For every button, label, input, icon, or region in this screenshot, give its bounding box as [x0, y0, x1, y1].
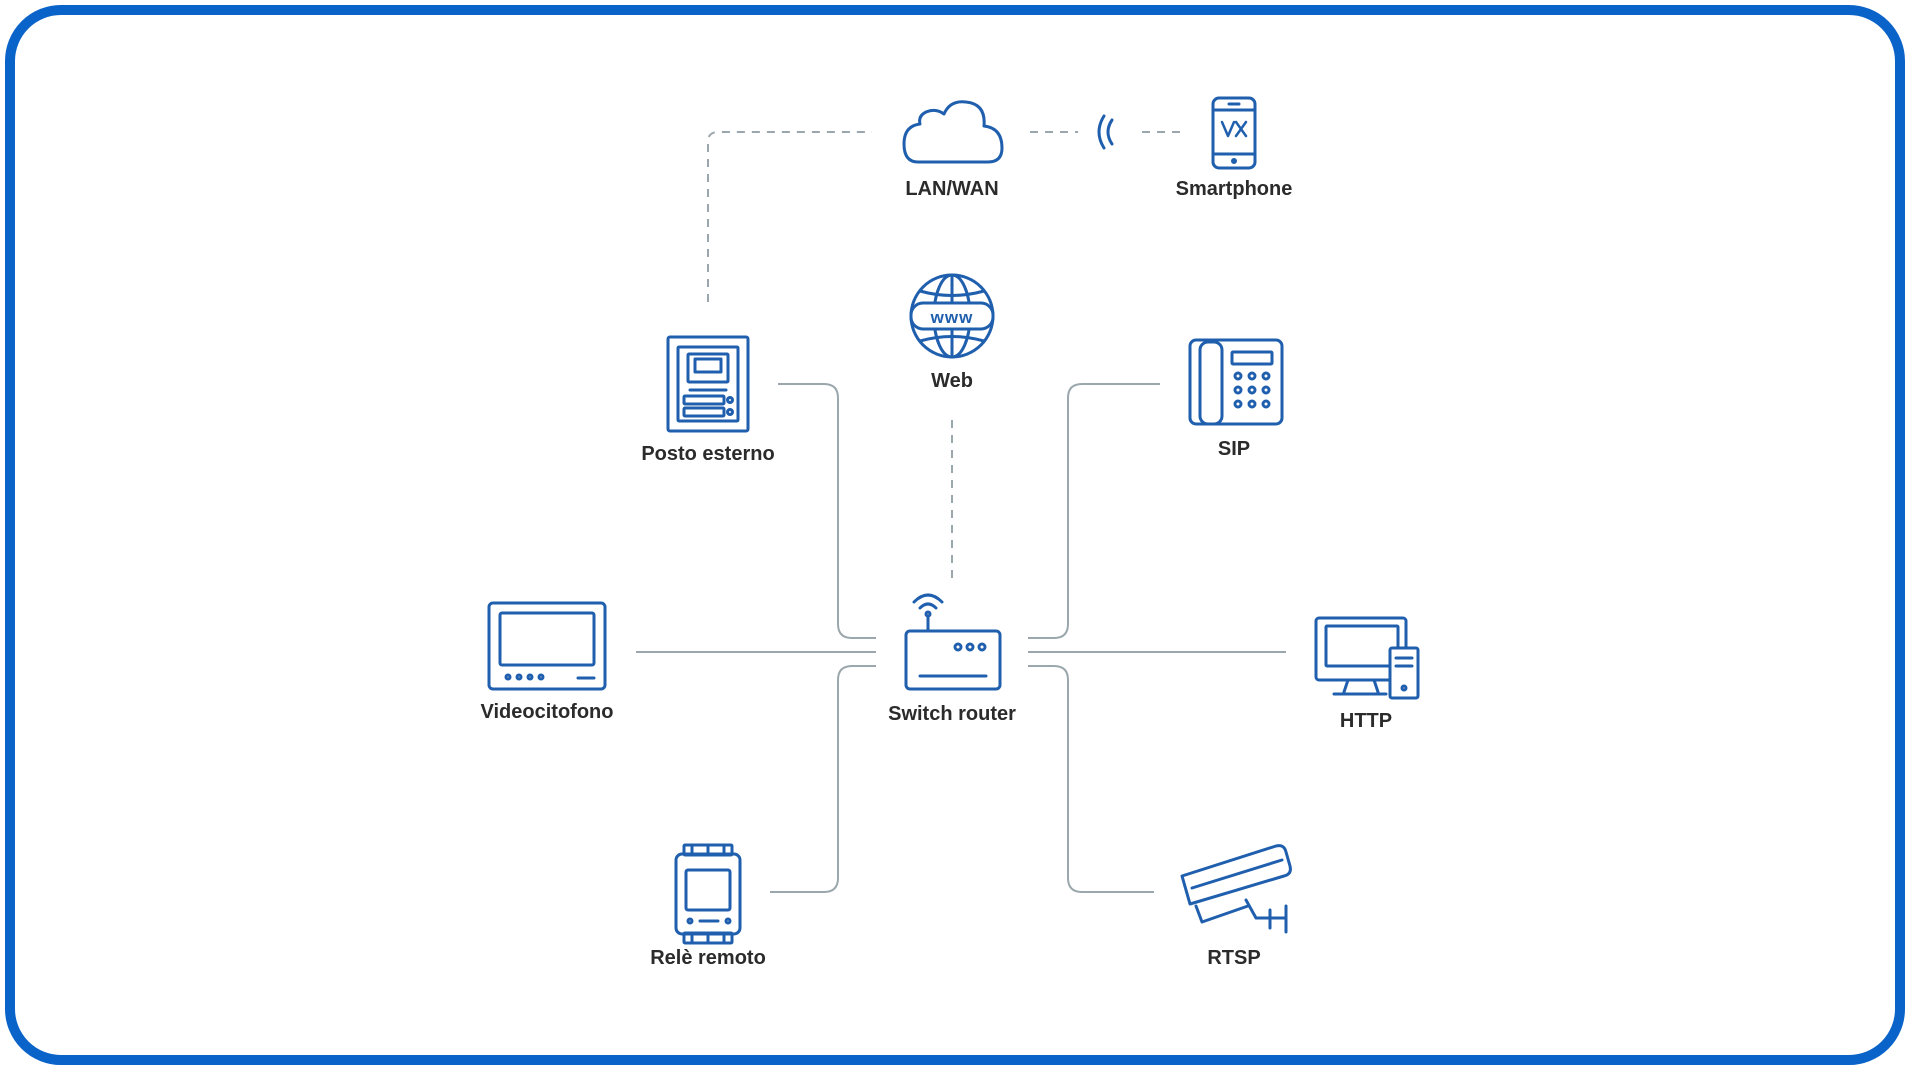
- connector-posto-esterno-switch-router: [778, 383, 876, 639]
- svg-text:www: www: [930, 308, 974, 327]
- desk-phone-icon: [1188, 338, 1284, 426]
- relay-module-icon: [674, 843, 742, 945]
- node-label-http: HTTP: [1339, 710, 1393, 732]
- security-camera-icon: [1180, 844, 1292, 934]
- smartphone-icon: [1211, 96, 1257, 170]
- connector-switch-router-rtsp: [1028, 665, 1154, 893]
- wifi-router-icon: [904, 593, 1002, 691]
- node-label-rtsp: RTSP: [1207, 947, 1261, 969]
- diagram-frame: [5, 5, 1905, 1065]
- cloud-icon: [902, 100, 1004, 164]
- node-label-web: Web: [931, 370, 973, 392]
- connector-switch-router-sip: [1028, 383, 1160, 639]
- node-label-videocitofono: Videocitofono: [480, 701, 614, 723]
- node-label-posto-esterno: Posto esterno: [641, 443, 775, 465]
- door-intercom-panel-icon: [666, 335, 750, 433]
- node-label-switch-router: Switch router: [888, 703, 1016, 725]
- video-monitor-icon: [487, 601, 607, 691]
- wireless-signal-icon: [1097, 114, 1114, 150]
- connector-posto-esterno-lan-wan: [707, 131, 872, 302]
- globe-www-icon: www: [909, 273, 995, 359]
- desktop-computer-icon: [1314, 616, 1420, 700]
- node-label-lan-wan: LAN/WAN: [905, 178, 999, 200]
- node-label-sip: SIP: [1217, 438, 1251, 460]
- node-label-smartphone: Smartphone: [1175, 178, 1293, 200]
- connector-rele-remoto-switch-router: [770, 665, 876, 893]
- node-label-rele-remoto: Relè remoto: [650, 947, 766, 969]
